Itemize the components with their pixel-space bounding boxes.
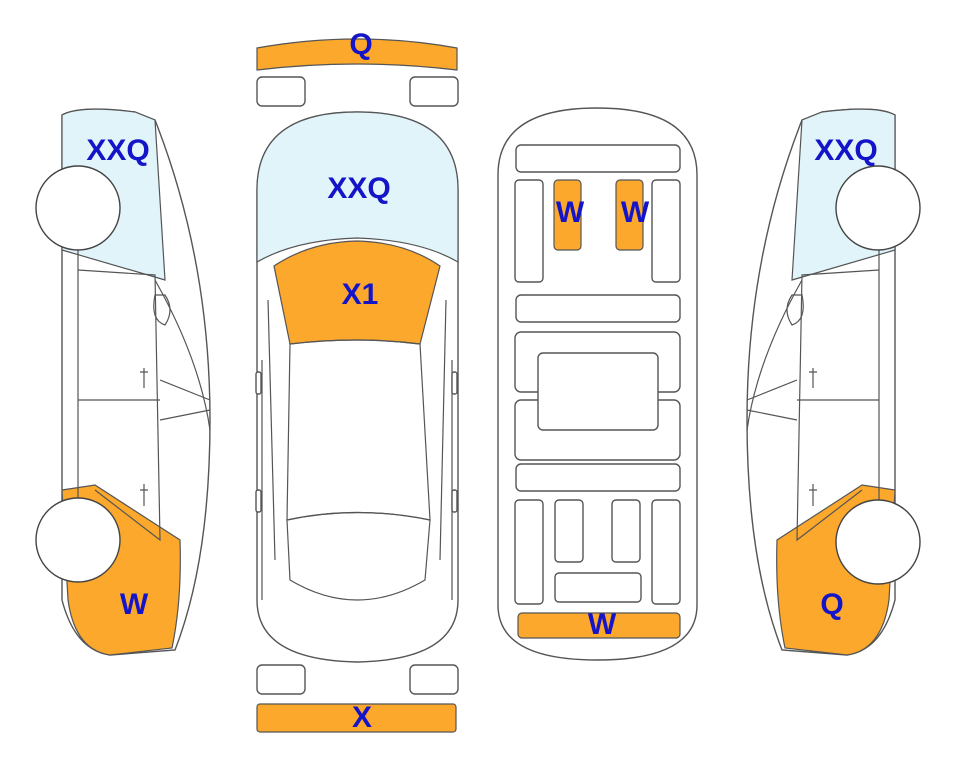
windshield-label: X1 (342, 278, 379, 311)
roof-rail-left-label: W (556, 196, 585, 229)
rear-bumper-label: X (352, 701, 372, 734)
left-rear-wheel (35, 497, 121, 583)
hood-panel[interactable] (256, 111, 459, 264)
car-underbody-view: W W W (497, 107, 698, 661)
front-left-light (256, 76, 306, 107)
left-front-wheel (35, 165, 121, 251)
roof-rail-right-label: W (621, 196, 650, 229)
left-front-fender-label: XXQ (86, 134, 149, 167)
trunk-floor-panel[interactable] (517, 612, 681, 639)
right-rear-quarter-label: Q (820, 588, 843, 621)
trunk-floor-label: W (588, 608, 617, 641)
rear-right-light (409, 664, 459, 695)
front-right-light (409, 76, 459, 107)
right-rear-wheel (835, 499, 921, 585)
front-bumper-panel[interactable] (256, 38, 458, 71)
car-left-side-view: XXQ W (35, 108, 211, 656)
right-front-wheel (835, 165, 921, 251)
front-bumper-label: Q (349, 28, 372, 61)
car-right-side-view: XXQ Q (746, 108, 921, 656)
roof-rail-left-panel[interactable] (553, 179, 582, 251)
left-rear-quarter-label: W (120, 588, 149, 621)
rear-left-light (256, 664, 306, 695)
right-front-fender-label: XXQ (814, 134, 877, 167)
hood-label: XXQ (327, 172, 390, 205)
rear-bumper-panel[interactable] (256, 703, 457, 733)
car-top-view: Q XXQ X1 X (255, 28, 459, 734)
roof-rail-right-panel[interactable] (615, 179, 644, 251)
